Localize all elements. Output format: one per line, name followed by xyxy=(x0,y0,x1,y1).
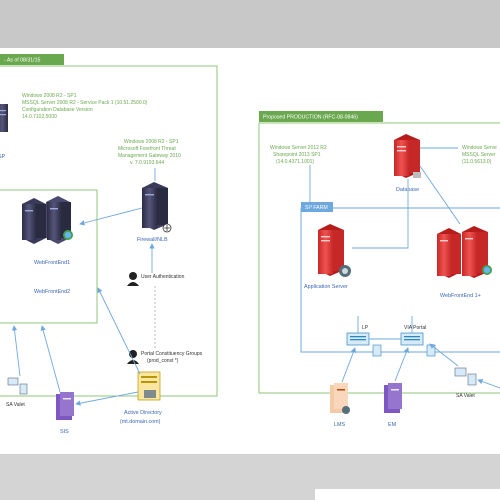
left-server-note-4: 14.0.7102.5000 xyxy=(22,114,57,120)
firewall-server-icon xyxy=(142,182,172,233)
wfe1-label: WebFrontEnd1 xyxy=(34,260,70,266)
application-server-label: Application Server xyxy=(304,284,348,290)
left-panel xyxy=(0,65,218,397)
sis-server-icon xyxy=(56,392,74,420)
application-server-icon xyxy=(318,224,351,277)
user-auth-label: User Authentication xyxy=(141,274,185,280)
sql-note-3: (11.0.5613.0) xyxy=(462,159,492,165)
arrow-sa-to-wfe xyxy=(11,325,21,377)
right-wfe-label: WebFrontEnd 1+ xyxy=(440,293,481,299)
sql-note-1: Windows Serve xyxy=(462,145,497,151)
left-db-server-icon xyxy=(0,104,8,132)
right-panel-title: Proposed PRODUCTION (RFC-08-0846) xyxy=(263,115,358,121)
portal-label-1: Portal Constituency Groups xyxy=(141,351,203,357)
arrow-ad-to-wfe xyxy=(97,287,141,375)
left-server-note-1: Windows 2008 R2 - SP1 xyxy=(22,93,77,99)
left-panel-header xyxy=(0,54,64,65)
bottom-white-bar xyxy=(315,489,500,500)
sp-farm-label: SP FARM xyxy=(305,205,328,211)
wfe-server-cluster-icon xyxy=(22,196,73,244)
fim-note-3: Management Gateway 2010 xyxy=(118,153,181,159)
left-panel-title: - As of 08/31/15 xyxy=(4,58,40,64)
lms-server-icon xyxy=(330,383,350,414)
network-diagram: - As of 08/31/15 SP Windows 2008 R2 - SP… xyxy=(0,54,500,435)
diagram-canvas: - As of 08/31/15 SP Windows 2008 R2 - SP… xyxy=(0,48,500,454)
lb1-label: LP xyxy=(362,325,369,331)
arrow-ad-to-sis xyxy=(75,391,139,406)
left-db-label: SP xyxy=(0,154,6,160)
database-label: Database xyxy=(396,187,419,193)
sp-note-1: Windows Server 2012 R2 xyxy=(270,145,327,151)
portal-label-2: (prod_const *) xyxy=(147,358,179,364)
lb1-icon xyxy=(346,332,382,357)
arrow-sis-to-wfe xyxy=(40,325,61,393)
database-server-icon xyxy=(394,134,421,178)
arrow-sa-to-lb2 xyxy=(429,343,459,367)
ad-label-2: (mt.domain.com) xyxy=(120,419,161,425)
sp-note-3: (14.0.4371.1001) xyxy=(276,159,314,165)
right-sa-label: SA Valet xyxy=(456,393,475,399)
left-sa-label: SA Valet xyxy=(6,402,25,408)
sis-label: SIS xyxy=(60,429,69,435)
em-server-icon xyxy=(384,383,402,413)
right-wfe-cluster-icon xyxy=(437,226,492,278)
user-auth-icon xyxy=(127,272,139,286)
wfe2-label: WebFrontEnd2 xyxy=(34,289,70,295)
fim-note-4: v. 7.0.9193.644 xyxy=(130,160,164,166)
sql-note-2: MSSQL Server xyxy=(462,152,496,158)
fim-note-1: Windows 2008 R2 - SP1 xyxy=(124,139,179,145)
arrow-right-edge xyxy=(477,379,500,389)
em-label: EM xyxy=(388,422,397,428)
ad-label-1: Active Directory xyxy=(124,410,162,416)
firewall-label: Firewall/NLB xyxy=(137,237,168,243)
left-wfe-box xyxy=(0,189,98,324)
left-server-note-2: MSSQL Server 2008 R2 - Service Pack 1 (1… xyxy=(22,100,148,106)
active-directory-icon xyxy=(137,371,161,401)
lb2-label: VIA Portal xyxy=(404,325,426,331)
arrow-fw-to-wfe xyxy=(79,207,143,226)
left-sa-devices-icon xyxy=(7,377,28,395)
fim-note-2: Microsoft Forefront Threat xyxy=(118,146,176,152)
right-sa-devices-icon xyxy=(454,367,477,386)
arrow-lms-to-lb1 xyxy=(341,347,356,383)
sp-note-2: Sharepoint 2013 SP1 xyxy=(273,152,321,158)
line-db-to-app xyxy=(352,179,409,249)
sp-farm-header xyxy=(301,202,333,212)
portal-groups-icon xyxy=(127,350,139,364)
left-server-note-3: Configuration Database Version xyxy=(22,107,93,113)
arrow-em-to-lb2 xyxy=(394,347,409,382)
right-panel-header xyxy=(259,111,383,122)
lms-label: LMS xyxy=(334,422,345,428)
line-db-to-wfe xyxy=(419,165,461,225)
